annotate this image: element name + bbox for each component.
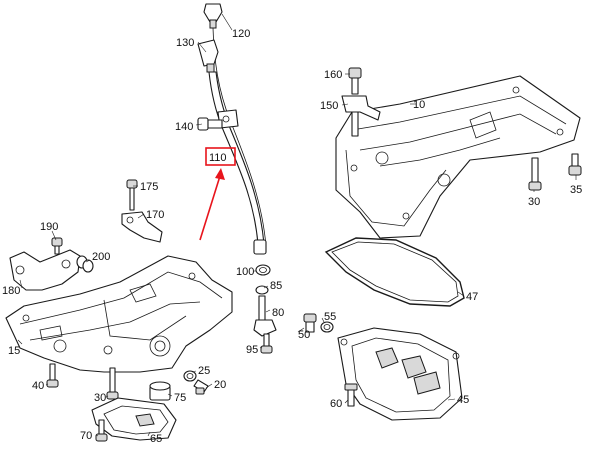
label-100: 100 [236,266,254,278]
label-175: 175 [140,181,158,193]
bolt-30-left [106,367,119,400]
label-85: 85 [270,280,282,292]
label-130: 130 [176,37,194,49]
label-75: 75 [174,392,186,404]
label-95: 95 [246,344,258,356]
bolt-95 [260,333,273,354]
label-60: 60 [330,398,342,410]
oil-pan-housing-15 [5,255,233,373]
bolt-30-right [528,157,542,191]
label-20: 20 [214,379,226,391]
seal-ring-25 [183,370,197,382]
bolt-35 [568,153,582,176]
label-180: 180 [2,285,20,297]
label-40: 40 [32,380,44,392]
oil-pump-pickup-170 [121,211,163,243]
bolt-160 [348,67,362,95]
bushing-200 [76,255,94,273]
label-140: 140 [175,121,193,133]
upper-oil-pan-10 [335,75,581,239]
drain-plug-50 [303,313,317,333]
gasket-47 [324,237,465,307]
label-45: 45 [457,394,469,406]
label-30-left: 30 [94,392,106,404]
label-150: 150 [320,100,338,112]
label-35: 35 [570,184,582,196]
seal-ring-55 [320,321,334,333]
label-170: 170 [146,209,164,221]
label-55: 55 [324,311,336,323]
part-labels: 120 130 110 140 160 150 10 175 170 190 2… [2,28,582,445]
label-70: 70 [80,430,92,442]
bracket-180 [9,249,81,291]
highlight-arrow [199,175,221,241]
highlight-box [205,147,236,166]
label-15: 15 [8,345,20,357]
label-160: 160 [324,69,342,81]
label-47: 47 [466,291,478,303]
bracket-150 [341,95,381,137]
arrow-head-icon [215,168,225,180]
label-120: 120 [232,28,250,40]
label-200: 200 [92,251,110,263]
label-190: 190 [40,221,58,233]
oil-dipstick-assembly [197,3,267,255]
bolt-70 [95,419,108,442]
label-30-right: 30 [528,196,540,208]
label-110: 110 [209,152,227,164]
bolt-190 [51,237,63,255]
bolt-140 [197,117,223,131]
label-10: 10 [413,99,425,111]
cap-75 [149,381,171,401]
leader-lines [17,13,577,437]
bolt-40 [46,363,59,388]
label-80: 80 [272,307,284,319]
label-50: 50 [298,329,310,341]
label-25: 25 [198,365,210,377]
plug-60 [344,383,358,407]
bolt-175 [126,179,138,211]
label-65: 65 [150,433,162,445]
ring-85 [255,285,269,295]
oil-level-sensor-80 [253,295,277,337]
lower-oil-pan-45 [337,327,463,421]
highlight-callout [199,147,236,241]
plug-20 [193,379,209,395]
seal-100 [255,264,271,276]
